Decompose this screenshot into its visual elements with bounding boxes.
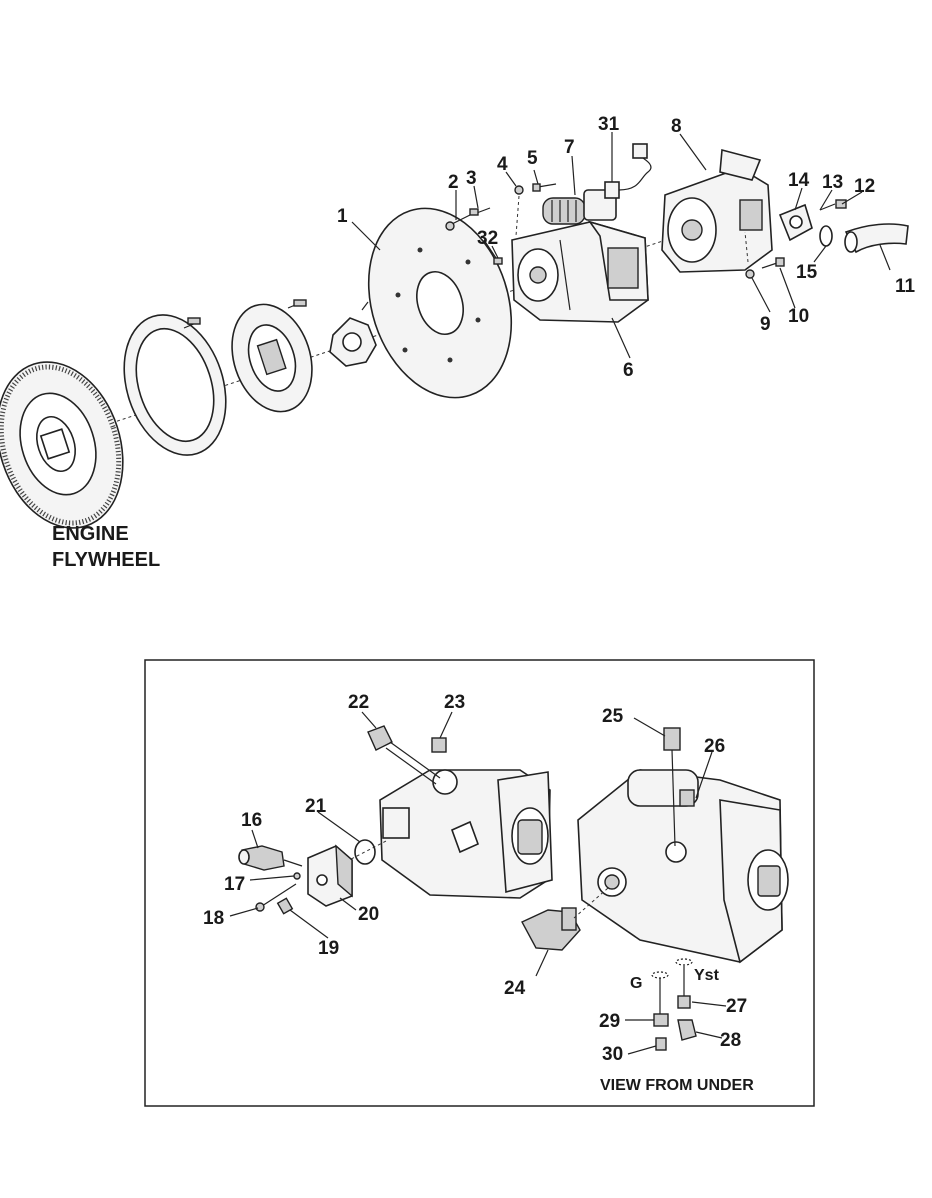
detail-sensor-22-23 (361, 711, 453, 785)
callout-5: 5 (527, 148, 538, 169)
callout-32: 32 (477, 228, 498, 249)
callout-1: 1 (337, 206, 348, 227)
top-bolts (514, 183, 557, 237)
detail-box: 22 23 21 16 17 18 19 20 24 25 26 27 28 2… (144, 659, 815, 1107)
callout-19: 19 (318, 938, 339, 959)
top-exploded-view: 1 2 3 32 4 5 7 31 8 14 13 12 15 11 9 10 … (0, 114, 916, 571)
callout-13: 13 (822, 172, 843, 193)
detail-fittings-24-25 (521, 727, 681, 951)
spline-hub (329, 301, 377, 367)
callout-20: 20 (358, 904, 379, 925)
port-label-g: G (630, 975, 642, 992)
detail-right-pump (577, 769, 789, 964)
callout-2: 2 (448, 172, 459, 193)
callout-18: 18 (203, 908, 224, 929)
callout-8: 8 (671, 116, 682, 137)
callout-3: 3 (466, 168, 477, 189)
engine-label-line2: FLYWHEEL (52, 549, 160, 571)
callout-17: 17 (224, 874, 245, 895)
main-pump (511, 220, 649, 323)
callout-23: 23 (444, 692, 465, 713)
callout-28: 28 (720, 1030, 741, 1051)
callout-26: 26 (704, 736, 725, 757)
callout-22: 22 (348, 692, 369, 713)
detail-left-pump (379, 769, 553, 899)
mounting-bolts (445, 207, 503, 265)
callout-24: 24 (504, 978, 526, 999)
callout-25: 25 (602, 706, 624, 727)
callout-14: 14 (788, 170, 810, 191)
detail-leader-lines (229, 717, 727, 1055)
callout-21: 21 (305, 796, 327, 817)
callout-4: 4 (497, 154, 508, 175)
callout-9: 9 (760, 314, 771, 335)
callout-29: 29 (599, 1011, 620, 1032)
callout-10: 10 (788, 306, 809, 327)
secondary-pump (661, 148, 773, 273)
top-leader-lines (351, 132, 891, 359)
top-callouts: 1 2 3 32 4 5 7 31 8 14 13 12 15 11 9 10 … (337, 114, 916, 381)
detail-valve-block (238, 839, 389, 915)
engine-label-line1: ENGINE (52, 523, 129, 545)
coupling-disc (231, 299, 313, 413)
callout-6: 6 (623, 360, 634, 381)
outlet-flange (778, 199, 847, 247)
adapter-plate (367, 207, 513, 399)
callout-27: 27 (726, 996, 747, 1017)
detail-port-fittings (651, 958, 697, 1051)
callout-15: 15 (796, 262, 818, 283)
callout-16: 16 (241, 810, 262, 831)
view-from-under-label: VIEW FROM UNDER (600, 1077, 754, 1094)
callout-12: 12 (854, 176, 875, 197)
callout-7: 7 (564, 137, 575, 158)
hose-elbow (844, 223, 909, 254)
callout-30: 30 (602, 1044, 623, 1065)
engine-flywheel (0, 361, 124, 529)
callout-11: 11 (895, 276, 916, 297)
detail-callouts: 22 23 21 16 17 18 19 20 24 25 26 27 28 2… (203, 692, 754, 1094)
port-label-yst: Yst (694, 967, 720, 984)
lower-bolts (744, 231, 785, 279)
callout-31: 31 (598, 114, 620, 135)
flywheel-housing-ring (123, 314, 227, 456)
